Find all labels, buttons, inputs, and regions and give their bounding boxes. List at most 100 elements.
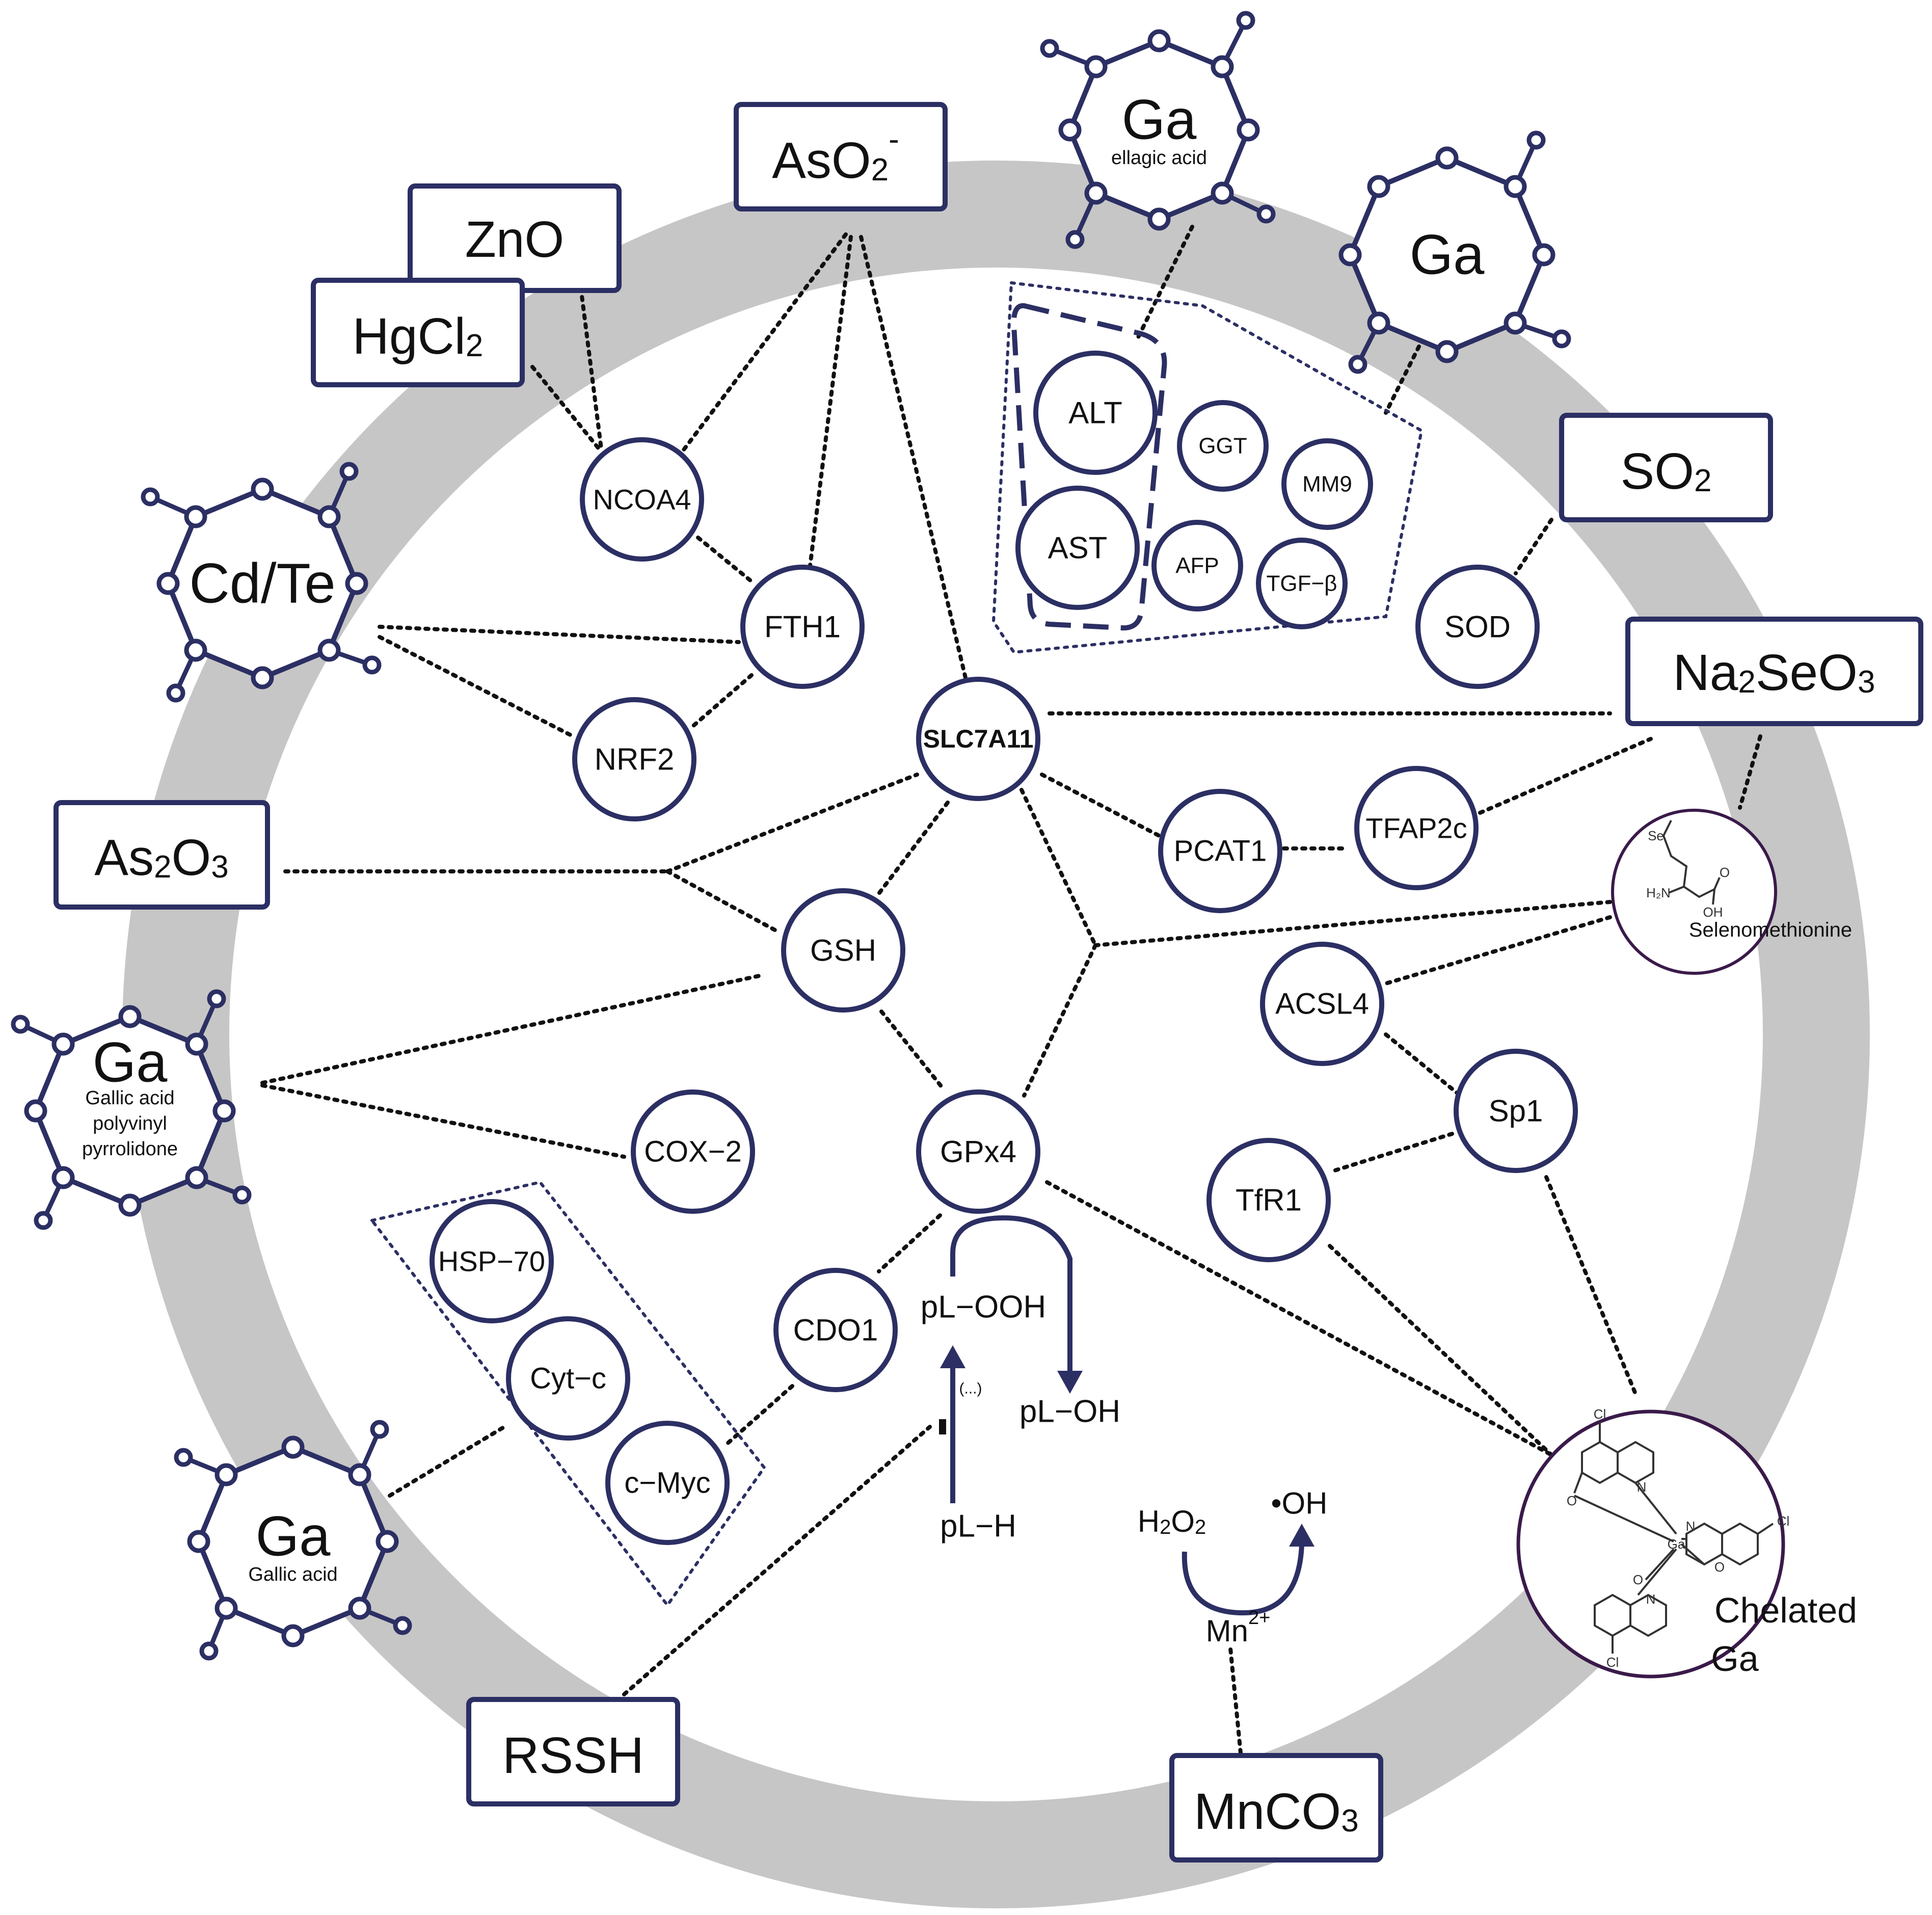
svg-text:ACSL4: ACSL4 [1275,988,1369,1021]
o-atom-3: O [1633,1572,1643,1587]
h2o2-o: O [1171,1504,1195,1538]
ga-gallic-pvp-line1: Gallic acid [85,1087,174,1109]
as2o3-sub-2: 2 [154,849,171,885]
box-so2: SO2 [1559,413,1773,522]
link-na2seo3-selenomethionine [1738,734,1762,810]
link-zno-ncoa4 [579,286,603,450]
pl-ooh-label: pL−OOH [921,1290,1046,1325]
ga-ellagic-symbol: Ga [1122,89,1197,151]
h2o2-sub-2: 2 [1195,1516,1206,1538]
link-aso2-ncoa4 [665,232,848,473]
chelated-ga-line1: Chelated [1714,1590,1857,1630]
box-aso2: AsO2- [734,102,948,211]
svg-text:TGF−β: TGF−β [1267,571,1337,596]
svg-text:HSP−70: HSP−70 [438,1245,545,1278]
node-tgfb: TGF−β [1256,538,1348,629]
svg-text:PCAT1: PCAT1 [1174,835,1267,868]
as2o3-sub-3: 3 [211,849,228,885]
link-cdo1-cmyc [724,1384,794,1447]
molecule-ga-top: Ga [1338,130,1571,374]
node-gpx4: GPx4 [916,1089,1040,1214]
box-hgcl2: HgCl2 [311,278,525,387]
aso2-label: AsO [772,132,871,189]
links [260,225,1762,1755]
o-atom: O [1720,865,1730,880]
node-acsl4: ACSL4 [1260,942,1384,1066]
svg-text:SOD: SOD [1444,610,1511,644]
node-nrf2: NRF2 [572,697,696,821]
na2seo3-sub-3: 3 [1858,664,1875,700]
link-ncoa4-fth1 [696,536,756,586]
ga-gallic-label: Gallic acid [248,1564,337,1585]
na2seo3-na: Na [1673,644,1738,701]
mn-charge: 2+ [1248,1607,1270,1629]
chelated-ga-line2: Ga [1711,1639,1758,1679]
link-aso2-fth1 [808,235,853,568]
svg-text:SO2: SO2 [1621,443,1712,500]
ga-gallic-pvp-line3: pyrrolidone [82,1138,178,1160]
svg-text:HgCl2: HgCl2 [353,308,484,365]
box-rssh: RSSH [466,1697,680,1806]
node-afp: AFP [1151,520,1243,611]
link-fth1-nrf2 [691,673,754,728]
node-fth1: FTH1 [740,565,865,689]
link-slc7a11-gsh [874,801,950,899]
svg-text:CDO1: CDO1 [793,1313,878,1347]
svg-text:Na2SeO3: Na2SeO3 [1673,644,1875,701]
molecule-cdte: Cd/Te [141,462,382,703]
ga-ellagic-label: ellagic acid [1111,147,1207,169]
svg-text:GPx4: GPx4 [940,1135,1016,1169]
hydroxyl-radical-label: •OH [1271,1486,1327,1521]
node-hsp70: HSP−70 [430,1199,554,1323]
node-cmyc: c−Myc [605,1421,730,1545]
box-na2seo3: Na2SeO3 [1625,617,1923,726]
link-so2-sod [1514,518,1553,575]
svg-text:ALT: ALT [1068,396,1122,430]
mnco3-label: MnCO [1194,1783,1341,1840]
molecule-selenomethionine: Se H₂N O OH Selenomethionine [1611,809,1852,975]
node-pcat1: PCAT1 [1158,789,1282,913]
n-atom-3: N [1646,1591,1656,1607]
box-mnco3: MnCO3 [1169,1753,1383,1863]
svg-text:TfR1: TfR1 [1236,1183,1302,1217]
aso2-superscript: - [889,122,899,157]
mnco3-subscript: 3 [1341,1803,1358,1839]
link-slc7a11-junction [1019,788,1097,947]
link-junction-gsh [665,869,782,935]
selenomethionine-skeleton [1662,820,1715,898]
node-mm9: MM9 [1281,438,1373,530]
mn-label: Mn [1206,1614,1248,1648]
selenomethionine-label: Selenomethionine [1689,919,1852,941]
svg-text:NCOA4: NCOA4 [593,484,691,516]
link-tfap2c-na2seo3 [1478,737,1653,815]
link-gapvp-cox2 [260,1083,626,1159]
node-tfap2c: TFAP2c [1354,766,1479,890]
ga-atom: Ga [1668,1536,1685,1552]
box-zno: ZnO [408,183,622,293]
link-selenomethionine-acsl4 [1384,915,1612,986]
link-tfr1-chelated [1328,1244,1553,1457]
cl-atom-right: Cl [1777,1513,1790,1529]
so2-label: SO [1621,443,1694,500]
svg-text:AST: AST [1048,531,1108,565]
link-cdte-nrf2 [378,635,575,738]
node-ggt: GGT [1177,400,1269,492]
pl-oh-label: pL−OH [1019,1394,1120,1429]
node-cox2: COX−2 [631,1089,755,1214]
liver-marker-panel [991,281,1424,654]
svg-text:Sp1: Sp1 [1489,1094,1543,1128]
ga-gallic-pvp-symbol: Ga [93,1031,168,1094]
fenton-arrow-head [1289,1524,1314,1547]
alt-ast-group [1011,303,1167,631]
link-cdte-fth1 [378,625,741,644]
as2o3-as: As [94,829,154,886]
link-junction-slc7a11 [665,773,919,873]
link-mnco3-mn [1228,1646,1243,1755]
link-slc7a11-pcat1 [1040,773,1161,838]
na2seo3-seo: SeO [1756,644,1858,701]
link-gpx4-cdo1 [877,1213,942,1273]
node-alt: ALT [1033,351,1158,475]
svg-text:MM9: MM9 [1302,472,1352,497]
hgcl2-label: HgCl [353,308,466,365]
